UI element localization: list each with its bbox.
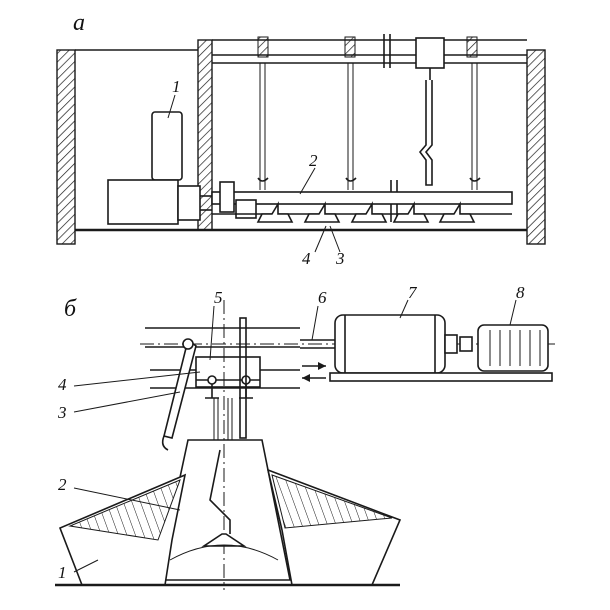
- label-1b: 1: [58, 563, 67, 582]
- label-5: 5: [214, 288, 223, 307]
- label-6: 6: [318, 288, 327, 307]
- panel-b: б 5 6 7 8 4 3 2 1: [55, 283, 555, 590]
- label-8: 8: [516, 283, 525, 302]
- label-3b: 3: [57, 403, 67, 422]
- label-2b: 2: [58, 475, 67, 494]
- left-wall: [56, 49, 76, 245]
- panel-a: а 1 2 4 3: [56, 10, 546, 268]
- label-3: 3: [335, 249, 345, 268]
- panel-a-title: а: [73, 10, 85, 36]
- right-wall: [526, 49, 546, 245]
- label-7: 7: [408, 283, 418, 302]
- label-1-motor: 1: [172, 77, 181, 96]
- label-4b: 4: [58, 375, 67, 394]
- panel-b-title: б: [64, 296, 77, 322]
- label-4: 4: [302, 249, 311, 268]
- label-2-shaft: 2: [309, 151, 318, 170]
